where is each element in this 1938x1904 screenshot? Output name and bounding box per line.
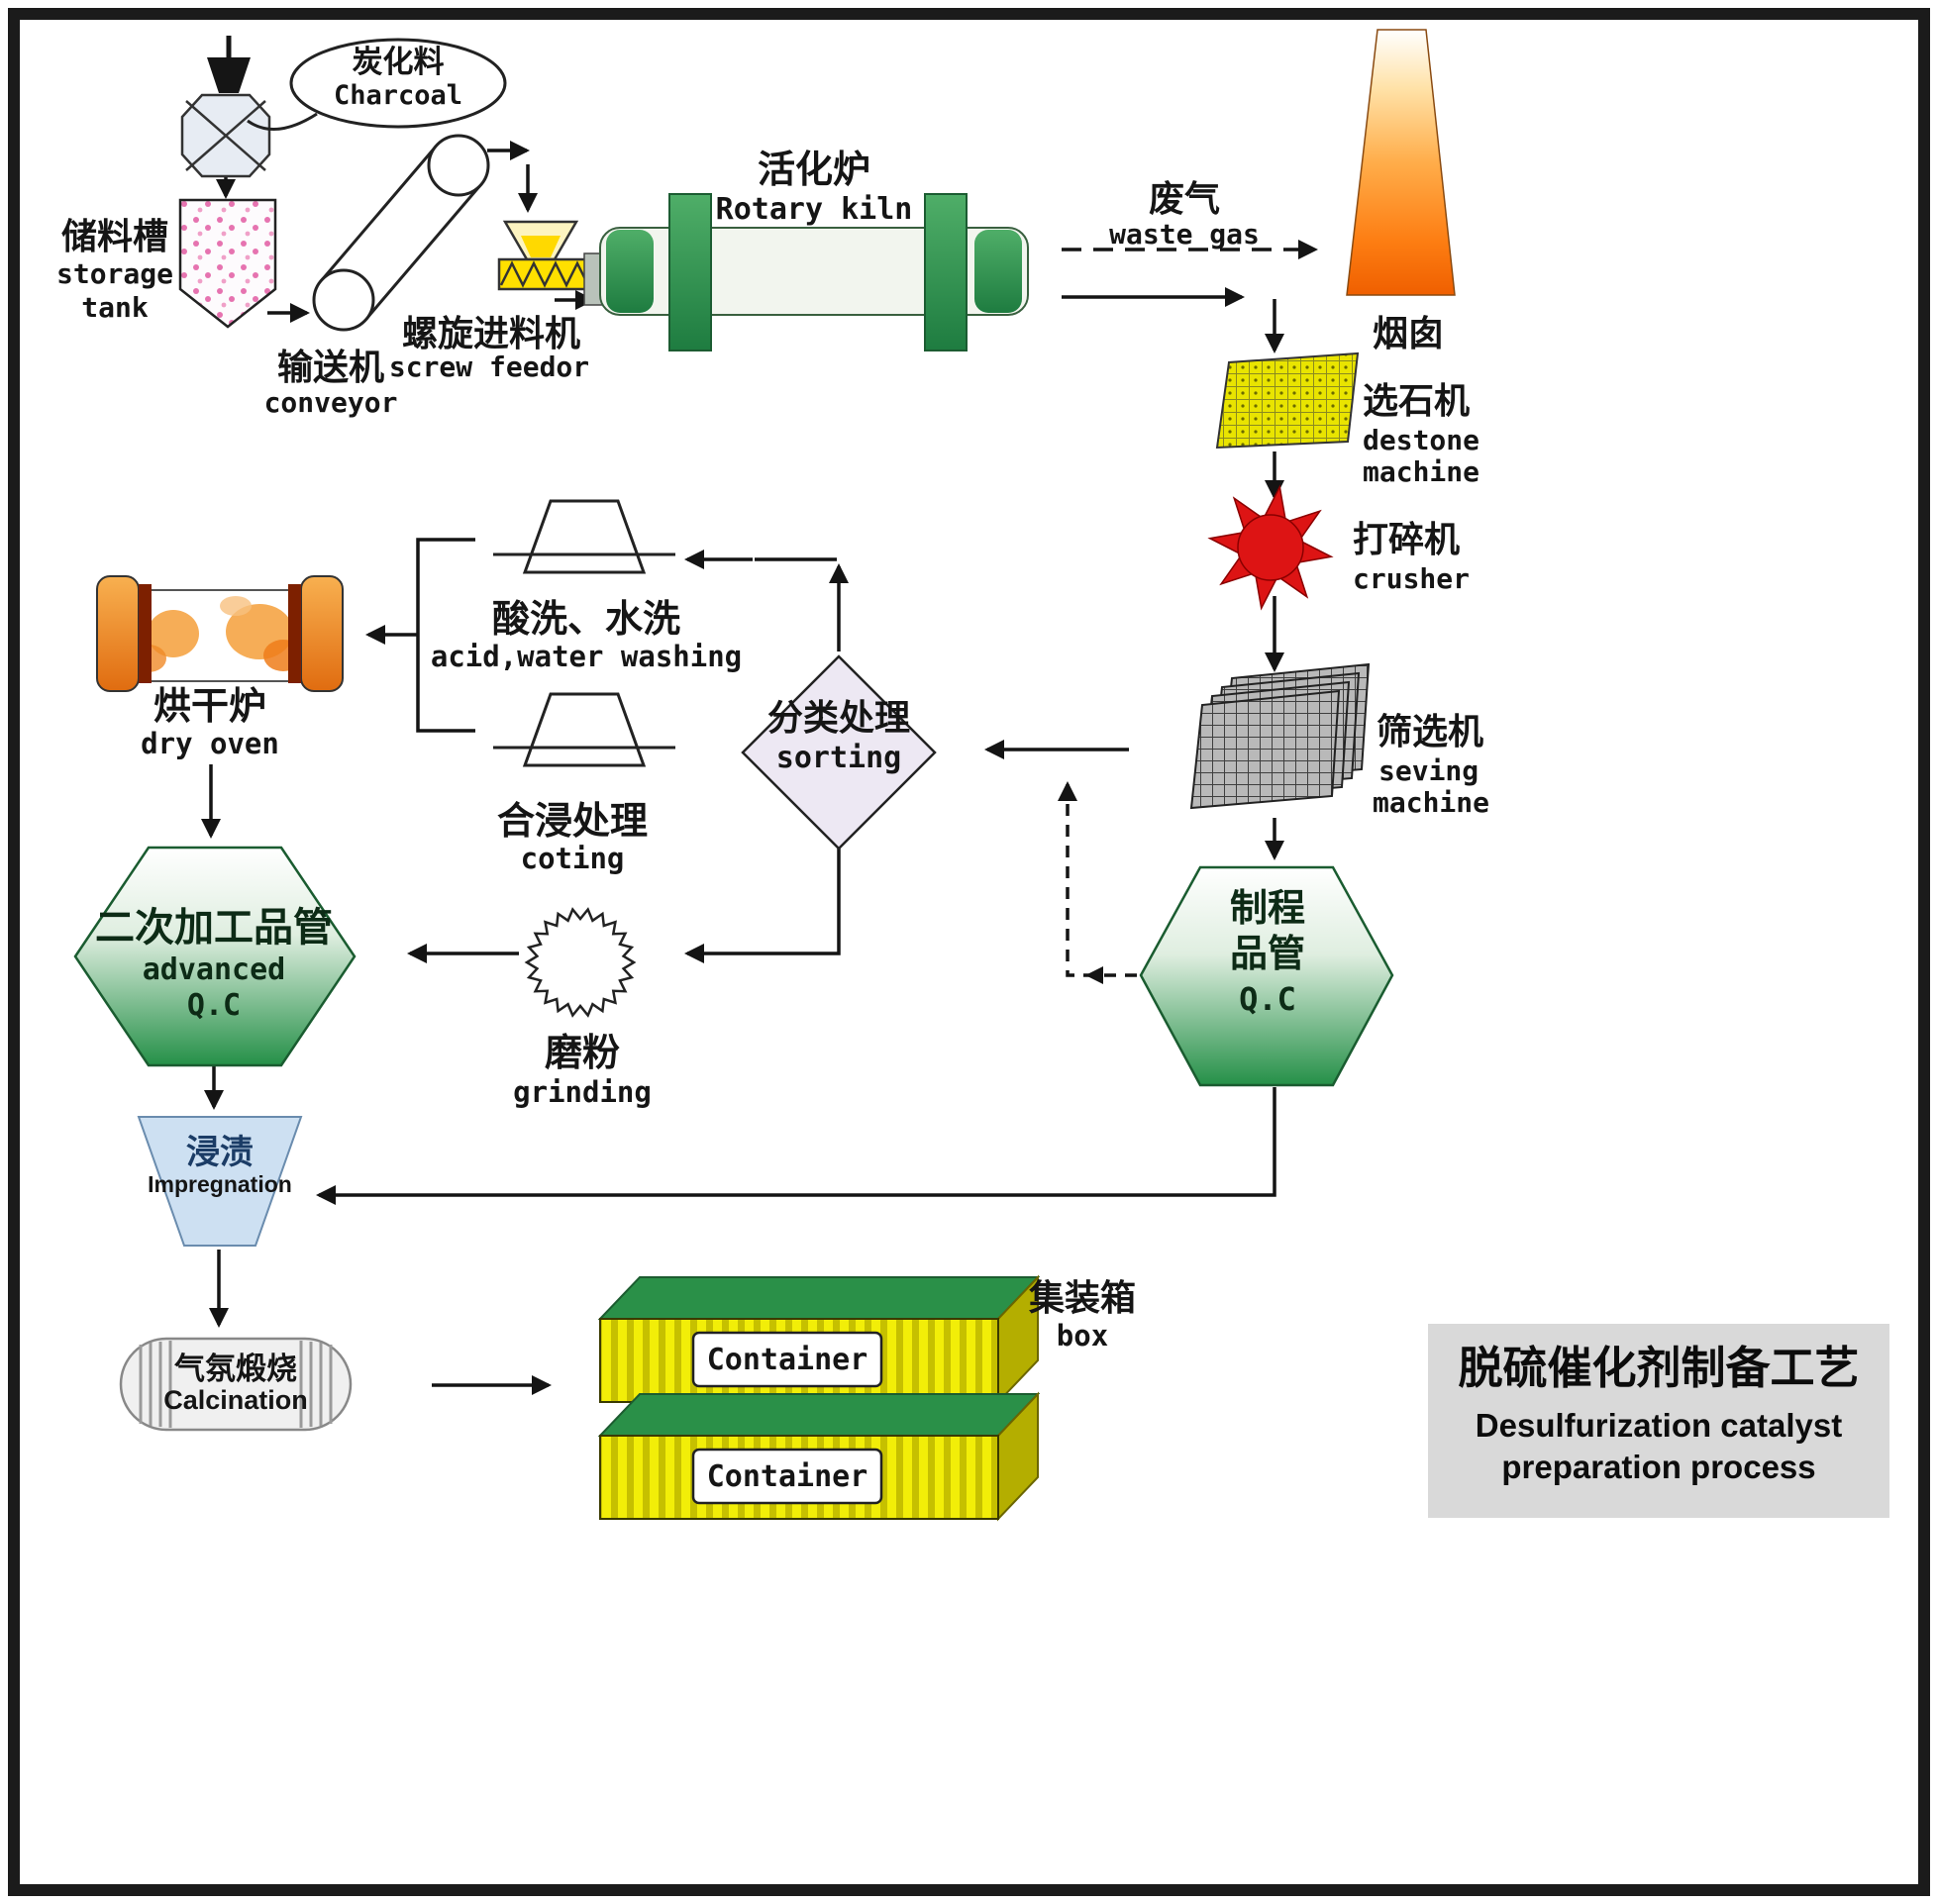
calcination-label-zh: 气氛煅烧	[174, 1352, 297, 1386]
conveyor-label-zh: 输送机	[276, 347, 385, 387]
dry-oven-label-zh: 烘干炉	[153, 686, 267, 728]
storage-tank-label-zh: 储料槽	[60, 216, 169, 256]
chimney-label-zh: 烟囱	[1372, 313, 1445, 353]
container-box-label-en: box	[1056, 1319, 1109, 1353]
coting-label-en: coting	[520, 842, 625, 875]
charcoal-bubble	[247, 38, 507, 131]
chimney-shape	[1346, 29, 1456, 296]
feed-hopper-valve-icon	[180, 36, 271, 178]
arrow-sorting-to-grinding	[684, 849, 841, 963]
title-en1: Desulfurization catalyst	[1475, 1407, 1843, 1444]
advanced-qc-label-en1: advanced	[142, 952, 286, 987]
screw-feeder-label-zh: 螺旋进料机	[401, 313, 581, 353]
calcination-cylinder	[119, 1337, 353, 1432]
impregnation-label-zh: 浸渍	[186, 1134, 254, 1171]
seving-label-zh: 筛选机	[1377, 711, 1484, 752]
crusher-label-zh: 打碎机	[1353, 519, 1461, 559]
title-en2: preparation process	[1501, 1449, 1816, 1485]
process-qc-label-en: Q.C	[1239, 980, 1296, 1018]
dry-oven-label-en: dry oven	[141, 727, 279, 760]
charcoal-label-en: Charcoal	[333, 80, 463, 111]
grinding-label-zh: 磨粉	[544, 1033, 621, 1074]
container-top	[597, 1274, 1041, 1405]
storage-tank-label-en1: storage	[55, 257, 174, 290]
waste-gas-label-en: waste gas	[1109, 218, 1260, 251]
grinding-gear-icon	[524, 907, 637, 1018]
destone-label-zh: 选石机	[1363, 380, 1471, 421]
sorting-diamond	[741, 654, 937, 851]
grinding-label-en: grinding	[513, 1075, 652, 1109]
title-zh: 脱硫催化剂制备工艺	[1458, 1343, 1860, 1393]
container-bottom-label: Container	[706, 1459, 868, 1494]
rotary-kiln-shape	[583, 193, 1029, 351]
screw-feeder-label-en: screw feedor	[388, 351, 590, 383]
crusher-icon	[1207, 484, 1334, 611]
feedback-arrowhead-left	[1085, 966, 1103, 984]
storage-tank-shape	[178, 198, 277, 329]
process-qc-label-zh1: 制程	[1229, 888, 1306, 930]
process-qc-hexagon	[1139, 865, 1394, 1087]
advanced-qc-label-en2: Q.C	[186, 988, 242, 1023]
destone-label-en1: destone	[1363, 424, 1480, 456]
title-box	[1428, 1324, 1889, 1518]
dry-oven-shape	[96, 575, 344, 692]
arrow-qc-long-to-impregnation	[316, 1087, 1276, 1205]
container-bottom	[597, 1391, 1041, 1522]
rotary-kiln-label-zh: 活化炉	[757, 150, 871, 191]
destone-label-en2: machine	[1363, 455, 1480, 488]
bracket-washing-coting	[416, 538, 475, 733]
impregnation-funnel	[137, 1116, 303, 1247]
container-top-label: Container	[706, 1343, 868, 1377]
crusher-label-en: crusher	[1353, 562, 1471, 595]
acid-washing-label-en: acid,water washing	[430, 640, 743, 673]
impregnation-label-en: Impregnation	[148, 1171, 292, 1197]
destone-machine-shape	[1215, 351, 1360, 450]
conveyor-label-en: conveyor	[263, 386, 398, 419]
storage-tank-label-en2: tank	[81, 291, 149, 324]
rotary-kiln-label-en: Rotary kiln	[715, 192, 913, 227]
acid-washing-label-zh: 酸洗、水洗	[491, 599, 681, 641]
acid-washing-symbol	[493, 499, 675, 574]
arrow-qc-feedback-dashed	[1058, 781, 1137, 977]
sorting-label-zh: 分类处理	[766, 697, 911, 738]
container-box-label-zh: 集装箱	[1028, 1277, 1137, 1318]
seving-label-en2: machine	[1373, 786, 1490, 819]
coting-symbol	[493, 692, 675, 767]
crusher-core-shape	[1237, 514, 1304, 581]
advanced-qc-label-zh: 二次加工品管	[95, 906, 333, 950]
coting-label-zh: 合浸处理	[496, 801, 649, 843]
charcoal-label-zh: 炭化料	[352, 45, 445, 79]
calcination-label-en: Calcination	[163, 1385, 308, 1415]
sorting-label-en: sorting	[775, 741, 902, 775]
conveyor-shape	[312, 134, 490, 332]
waste-gas-label-zh: 废气	[1148, 178, 1221, 219]
process-qc-label-zh2: 品管	[1229, 934, 1306, 975]
seving-label-en1: seving	[1378, 754, 1479, 787]
connector-arrows	[201, 141, 1318, 1395]
seving-machine-shape	[1189, 662, 1371, 810]
advanced-qc-hexagon	[73, 846, 357, 1067]
